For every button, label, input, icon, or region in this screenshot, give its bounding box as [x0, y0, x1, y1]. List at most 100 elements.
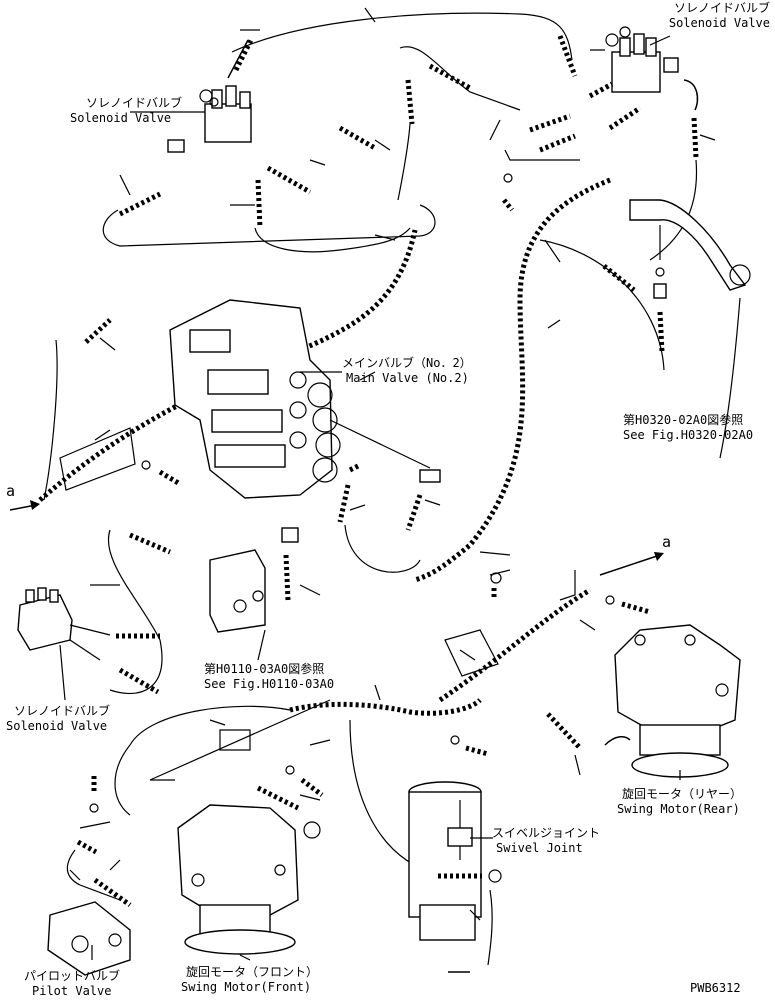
- swing-motor-rear: [614, 624, 741, 778]
- ref-h0110-label-en: See Fig.H0110-03A0: [204, 677, 335, 691]
- hose-line: [69, 624, 111, 636]
- washer: [503, 173, 513, 183]
- hose-sleeve: [129, 532, 171, 555]
- solenoid-valve-top-left-label-jp: ソレノイドバルブ: [86, 96, 183, 110]
- hose-sleeve: [405, 79, 415, 125]
- hose-sleeve: [588, 81, 614, 99]
- hose-sleeve: [529, 113, 571, 133]
- main-valve-label-en: Main Valve (No.2): [346, 371, 469, 385]
- hose-line: [43, 339, 58, 501]
- washer: [450, 735, 460, 745]
- solenoid-valve-top-left: [167, 85, 252, 153]
- o-ring: [655, 267, 665, 277]
- hose-sleeve: [266, 165, 312, 195]
- bolt: [465, 745, 489, 757]
- swing-motor-rear-label-en: Swing Motor(Rear): [617, 802, 740, 816]
- solenoid-valve-left-label-en: Solenoid Valve: [6, 719, 108, 733]
- hose-sleeve: [405, 494, 423, 531]
- hose-loop: [344, 524, 421, 573]
- valve-block-center: [209, 549, 266, 633]
- elbow-fitting: [488, 869, 502, 883]
- hose-sleeve: [118, 667, 160, 695]
- bracket: [559, 570, 576, 601]
- washer: [605, 595, 615, 605]
- return-tube: [629, 199, 747, 291]
- swing-motor-front-label-en: Swing Motor(Front): [181, 980, 312, 994]
- hose-line: [114, 744, 131, 816]
- marker-a-left: a: [6, 482, 16, 500]
- hose-sleeve: [428, 63, 472, 91]
- marker-a-right: a: [662, 533, 672, 551]
- elbow-fitting: [348, 462, 362, 473]
- bolt: [158, 469, 182, 487]
- elbow-fitting: [303, 821, 321, 839]
- leader: [487, 889, 493, 966]
- bolt: [300, 778, 324, 797]
- swing-motor-front-label-jp: 旋回モータ（フロント）: [186, 965, 319, 979]
- bolt: [283, 554, 291, 601]
- bolt: [502, 198, 514, 212]
- bolt: [657, 311, 665, 353]
- tube-flange: [729, 264, 751, 286]
- solenoid-valve-left: [17, 587, 73, 651]
- swing-motor-rear-label-jp: 旋回モータ（リヤー）: [622, 787, 743, 801]
- leader: [329, 419, 431, 469]
- clamp-plate: [444, 629, 499, 677]
- pilot-valve-label-jp: パイロットバルブ: [24, 969, 121, 983]
- hose-sleeve: [557, 35, 578, 77]
- main-valve: [169, 299, 341, 499]
- leader: [59, 644, 66, 701]
- hose-line: [149, 699, 331, 781]
- tee-fitting: [653, 283, 667, 299]
- hose-line: [69, 639, 101, 661]
- leader: [257, 629, 266, 661]
- clamp: [219, 729, 251, 751]
- hose-sleeve: [338, 125, 377, 151]
- hose-loop: [102, 204, 436, 247]
- hose-line: [129, 705, 291, 746]
- elbow-fitting: [281, 527, 299, 543]
- solenoid-valve-top-right: [605, 26, 679, 93]
- hose-fitting: [227, 39, 249, 79]
- bolt: [621, 601, 651, 615]
- ref-h0320-label-jp: 第H0320-02A0図参照: [623, 413, 744, 427]
- solenoid-valve-top-right-label-en: Solenoid Valve: [668, 16, 770, 30]
- hose-sleeve: [546, 712, 582, 750]
- spiral-sleeve: [289, 698, 482, 716]
- hose-line: [76, 839, 98, 855]
- ref-h0320-label-en: See Fig.H0320-02A0: [623, 428, 754, 442]
- drawing-number: PWB6312: [690, 981, 741, 995]
- leader: [649, 35, 671, 46]
- hose-sleeve: [691, 117, 699, 159]
- hose-sleeve: [255, 179, 263, 229]
- solenoid-valve-top-right-label-jp: ソレノイドバルブ: [673, 1, 770, 15]
- hose-sleeve: [233, 36, 255, 72]
- hose-loop: [107, 529, 163, 694]
- hose-line: [397, 123, 411, 201]
- leader: [719, 297, 741, 459]
- solenoid-valve-top-left-label-en: Solenoid Valve: [70, 111, 172, 125]
- solenoid-valve-left-label-jp: ソレノイドバルブ: [14, 704, 111, 718]
- arrow-a-right: [599, 554, 661, 576]
- swivel-joint-label-jp: スイベルジョイント: [492, 826, 601, 840]
- washer: [141, 460, 151, 470]
- elbow-fitting: [683, 79, 699, 111]
- clamp-plate: [59, 427, 136, 491]
- washer: [89, 803, 99, 813]
- hose-sleeve: [118, 191, 162, 217]
- elbow-fitting: [419, 469, 441, 483]
- spiral-sleeve: [414, 177, 611, 583]
- swivel-joint: [408, 781, 482, 941]
- hose-sleeve: [93, 877, 132, 908]
- part-leaders: [69, 7, 716, 921]
- leader: [239, 954, 251, 961]
- pilot-valve-label-en: Pilot Valve: [32, 984, 112, 998]
- swing-motor-front: [177, 804, 299, 955]
- bracket: [504, 149, 580, 161]
- hose-sleeve: [539, 133, 576, 153]
- hose-loop: [254, 227, 411, 253]
- arrow-head: [30, 500, 40, 510]
- hose-sleeve: [602, 264, 636, 292]
